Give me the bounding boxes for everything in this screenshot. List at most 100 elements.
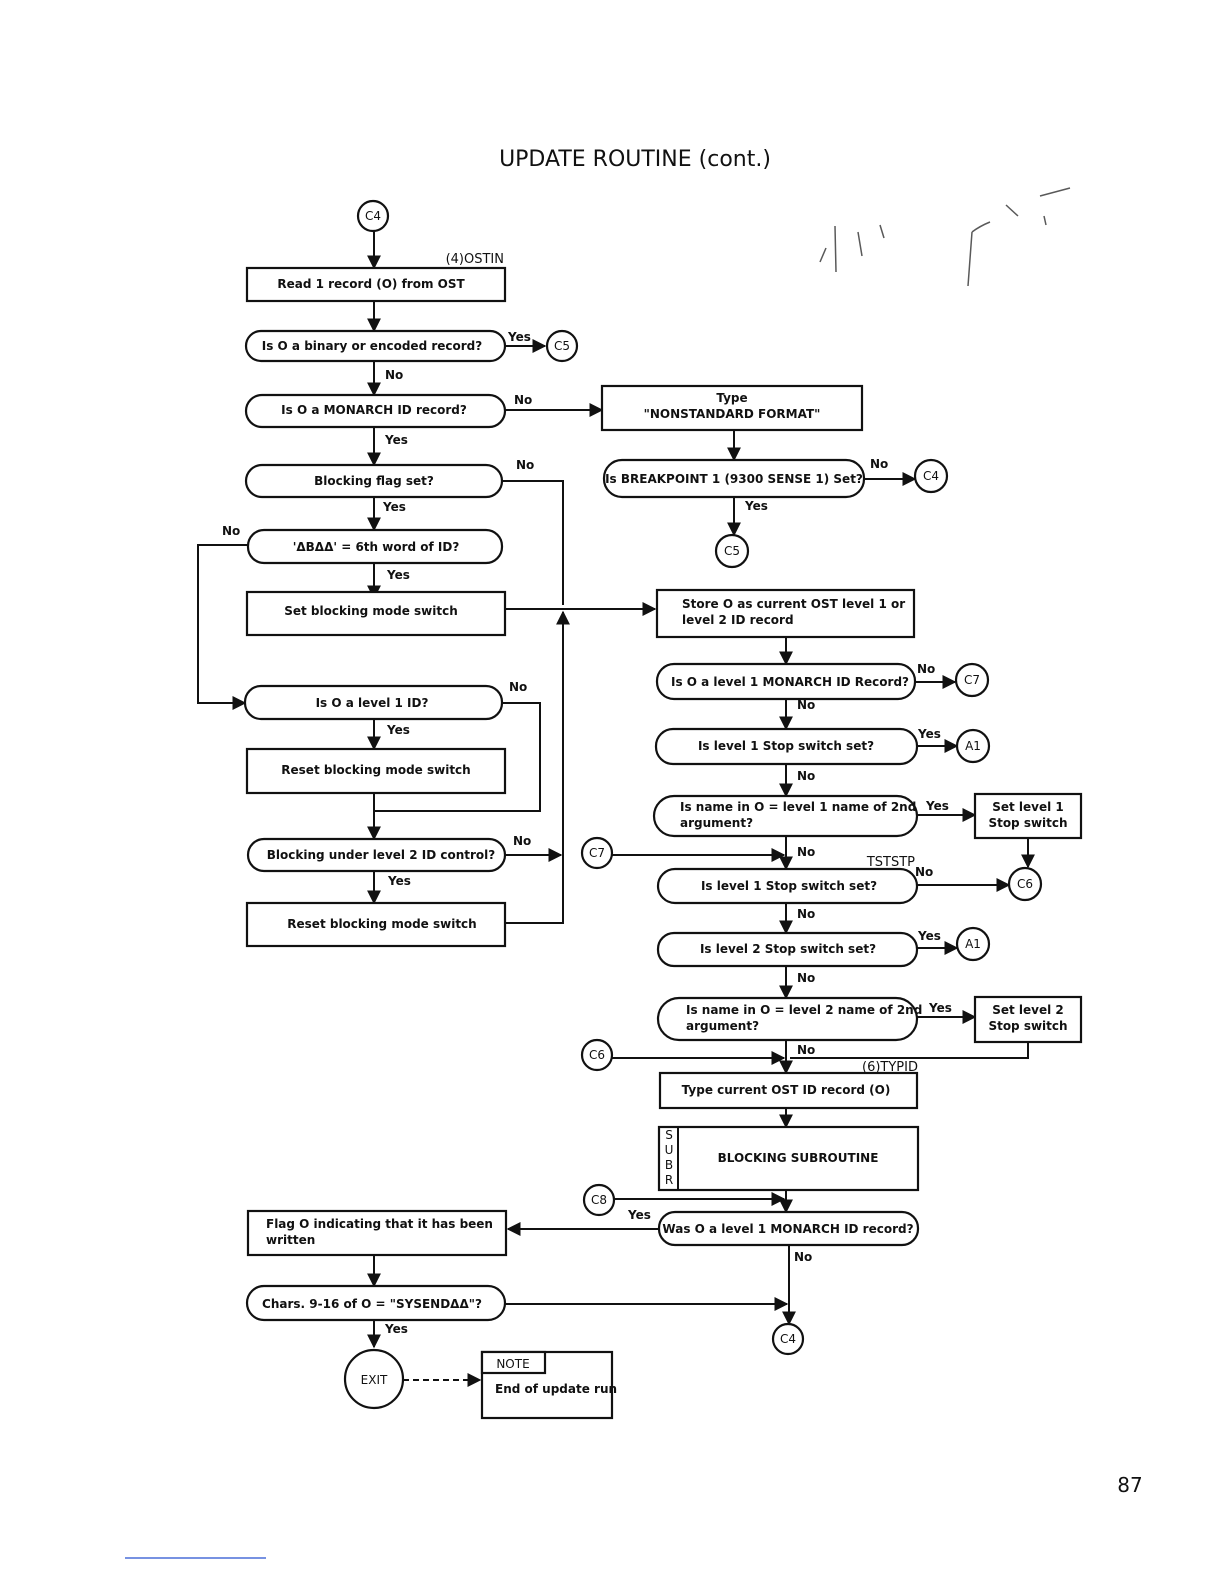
subr-letter: R	[665, 1173, 673, 1187]
connector-label: C4	[780, 1332, 796, 1346]
decision-blocking-flag: Blocking flag set?	[244, 463, 504, 499]
edge-label: Yes	[744, 499, 768, 513]
node-text: Blocking flag set?	[314, 474, 434, 488]
connector-c6-in: C6	[580, 1038, 614, 1072]
edge-label: Yes	[386, 568, 410, 582]
edge-label: No	[222, 524, 240, 538]
note-header: NOTE	[496, 1357, 529, 1371]
handwritten-marks	[819, 187, 1071, 287]
connector-label: C6	[589, 1048, 605, 1062]
edge-label: No	[797, 1043, 815, 1057]
node-text: Chars. 9-16 of O = "SYSENDΔΔ"?	[262, 1297, 482, 1311]
node-text: Stop switch	[988, 1019, 1067, 1033]
edge-label: No	[917, 662, 935, 676]
node-text: Flag O indicating that it has been	[266, 1217, 493, 1231]
node-text: argument?	[680, 816, 753, 830]
node-text: Is O a MONARCH ID record?	[281, 403, 467, 417]
edge-label: Yes	[382, 500, 406, 514]
connector-label: A1	[965, 937, 981, 951]
node-text: Store O as current OST level 1 or	[682, 597, 905, 611]
decision-level1-monarch: Is O a level 1 MONARCH ID Record?	[655, 662, 917, 701]
edge-label: No	[509, 680, 527, 694]
page-number: 87	[1117, 1473, 1142, 1497]
edge-label: Yes	[925, 799, 949, 813]
routine-tag: (6)TYPID	[862, 1060, 918, 1075]
edge-label: Yes	[917, 929, 941, 943]
process-read-record: Read 1 record (O) from OST (4)OSTIN	[245, 252, 507, 303]
connector-label: C7	[589, 846, 605, 860]
subr-letter: U	[665, 1143, 674, 1157]
decision-was-level1: Was O a level 1 MONARCH ID record?	[657, 1210, 920, 1247]
node-text: Type	[716, 391, 747, 405]
process-reset-blocking-2: Reset blocking mode switch	[245, 901, 507, 948]
process-reset-blocking-1: Reset blocking mode switch	[245, 747, 507, 795]
node-text: Is name in O = level 1 name of 2nd	[680, 800, 916, 814]
decision-name-level1: Is name in O = level 1 name of 2nd argum…	[652, 794, 919, 838]
connector-label: C4	[365, 209, 381, 223]
connector-label: C8	[591, 1193, 607, 1207]
terminal-exit: EXIT	[343, 1348, 405, 1410]
decision-sixth-word: 'ΔBΔΔ' = 6th word of ID?	[246, 528, 504, 565]
edge-label: No	[385, 368, 403, 382]
connector-label: A1	[965, 739, 981, 753]
subroutine-blocking: S U B R BLOCKING SUBROUTINE	[657, 1125, 920, 1192]
annotation-note: NOTE End of update run	[480, 1350, 617, 1420]
edge-label: Yes	[507, 330, 531, 344]
connector-c4-b: C4	[913, 458, 949, 494]
edge-label: No	[797, 769, 815, 783]
process-set-level2-stop: Set level 2 Stop switch	[973, 995, 1083, 1044]
edge-label: Yes	[387, 874, 411, 888]
node-text: Reset blocking mode switch	[287, 917, 476, 931]
node-text: Set blocking mode switch	[284, 604, 458, 618]
node-text: level 2 ID record	[682, 613, 794, 627]
edge-label: No	[514, 393, 532, 407]
connector-c7-in: C7	[580, 836, 614, 870]
node-text: Reset blocking mode switch	[281, 763, 470, 777]
decision-binary-record: Is O a binary or encoded record?	[244, 329, 507, 363]
edge-label: Yes	[917, 727, 941, 741]
edge-label: No	[915, 865, 933, 879]
node-text: Is O a level 1 MONARCH ID Record?	[671, 675, 909, 689]
edge-label: No	[870, 457, 888, 471]
node-text: "NONSTANDARD FORMAT"	[644, 407, 821, 421]
edge-label: No	[516, 458, 534, 472]
connector-c5-b: C5	[714, 533, 750, 569]
connector-c6-out: C6	[1007, 866, 1043, 902]
decision-chars-sysend: Chars. 9-16 of O = "SYSENDΔΔ"?	[245, 1284, 507, 1322]
node-text: Is O a binary or encoded record?	[262, 339, 482, 353]
decision-monarch-id: Is O a MONARCH ID record?	[244, 393, 507, 429]
process-type-current: Type current OST ID record (O) (6)TYPID	[658, 1060, 919, 1110]
process-type-nonstandard: Type "NONSTANDARD FORMAT"	[600, 384, 864, 432]
node-text: Blocking under level 2 ID control?	[267, 848, 495, 862]
edge-label: No	[513, 834, 531, 848]
edge-label: No	[797, 698, 815, 712]
decision-level1-id: Is O a level 1 ID?	[243, 684, 504, 721]
edge-label: Yes	[384, 433, 408, 447]
edge-label: Yes	[386, 723, 410, 737]
node-text: Read 1 record (O) from OST	[277, 277, 465, 291]
node-text: BLOCKING SUBROUTINE	[718, 1151, 879, 1165]
node-text: Type current OST ID record (O)	[682, 1083, 891, 1097]
node-text: End of update run	[495, 1382, 617, 1396]
flow-lines	[197, 229, 1035, 1387]
edge-label: Yes	[627, 1208, 651, 1222]
subr-letter: B	[665, 1158, 673, 1172]
process-set-level1-stop: Set level 1 Stop switch	[973, 792, 1083, 840]
routine-tag: (4)OSTIN	[446, 252, 504, 267]
edge-label: No	[797, 971, 815, 985]
edge-labels: Yes No No Yes No Yes No Yes No Yes No Ye…	[222, 330, 952, 1336]
decision-breakpoint: Is BREAKPOINT 1 (9300 SENSE 1) Set?	[602, 458, 866, 499]
connector-a1-b: A1	[955, 926, 991, 962]
node-text: argument?	[686, 1019, 759, 1033]
connector-c7-out: C7	[954, 662, 990, 698]
node-text: Is level 1 Stop switch set?	[698, 739, 874, 753]
decision-level2-stop: Is level 2 Stop switch set?	[656, 931, 919, 968]
node-text: Set level 1	[992, 800, 1064, 814]
connector-label: C7	[964, 673, 980, 687]
connector-label: C5	[554, 339, 570, 353]
node-text: Stop switch	[988, 816, 1067, 830]
node-text: Set level 2	[992, 1003, 1064, 1017]
node-text: EXIT	[361, 1373, 388, 1387]
edge-label: Yes	[928, 1001, 952, 1015]
